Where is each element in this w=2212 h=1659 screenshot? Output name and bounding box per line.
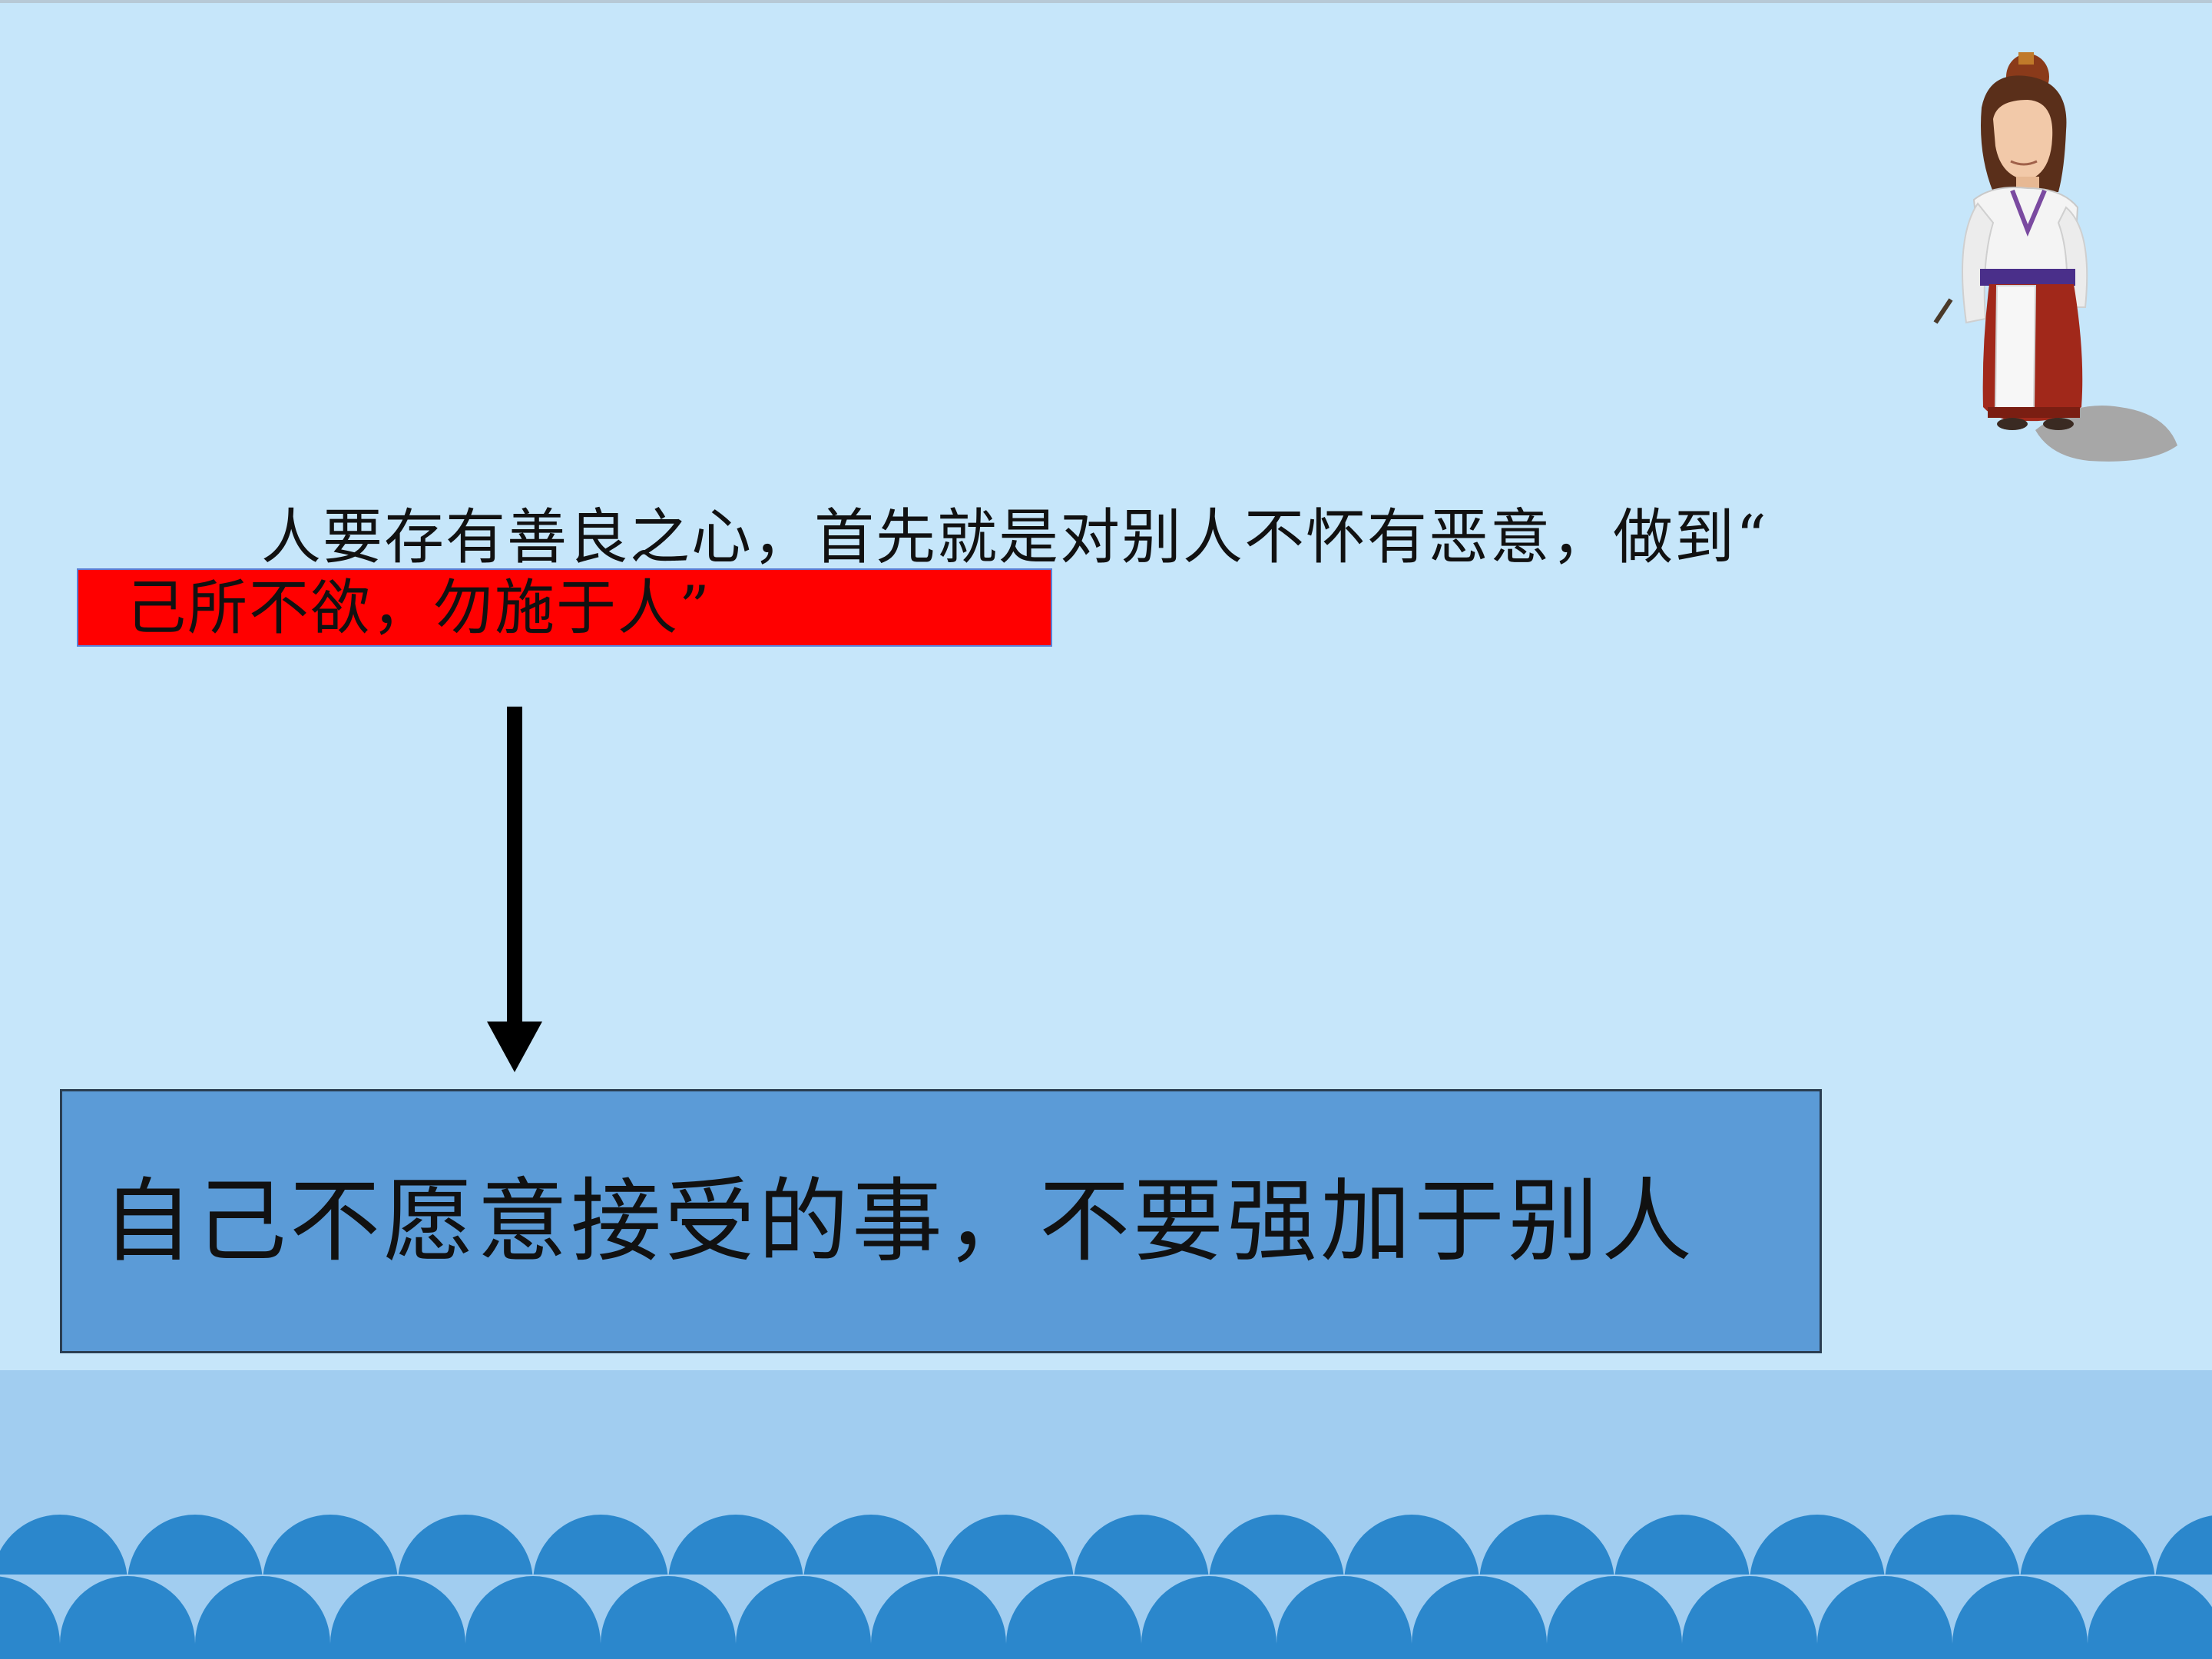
wave-pattern-icon [0, 1490, 2212, 1659]
arrow-down-icon [487, 707, 542, 1072]
intro-sentence: 人要存有善良之心，首先就是对别人不怀有恶意，做到“ [261, 503, 1768, 572]
quote-text: 己所不欲，勿施于人” [126, 574, 711, 643]
top-rule [0, 0, 2212, 3]
answer-text: 自己不愿意接受的事，不要强加于别人 [102, 1168, 1696, 1274]
quote-highlight: 己所不欲，勿施于人” [77, 568, 1052, 647]
answer-box: 自己不愿意接受的事，不要强加于别人 [60, 1089, 1822, 1353]
ancient-scholar-figure-icon [1933, 52, 2177, 462]
